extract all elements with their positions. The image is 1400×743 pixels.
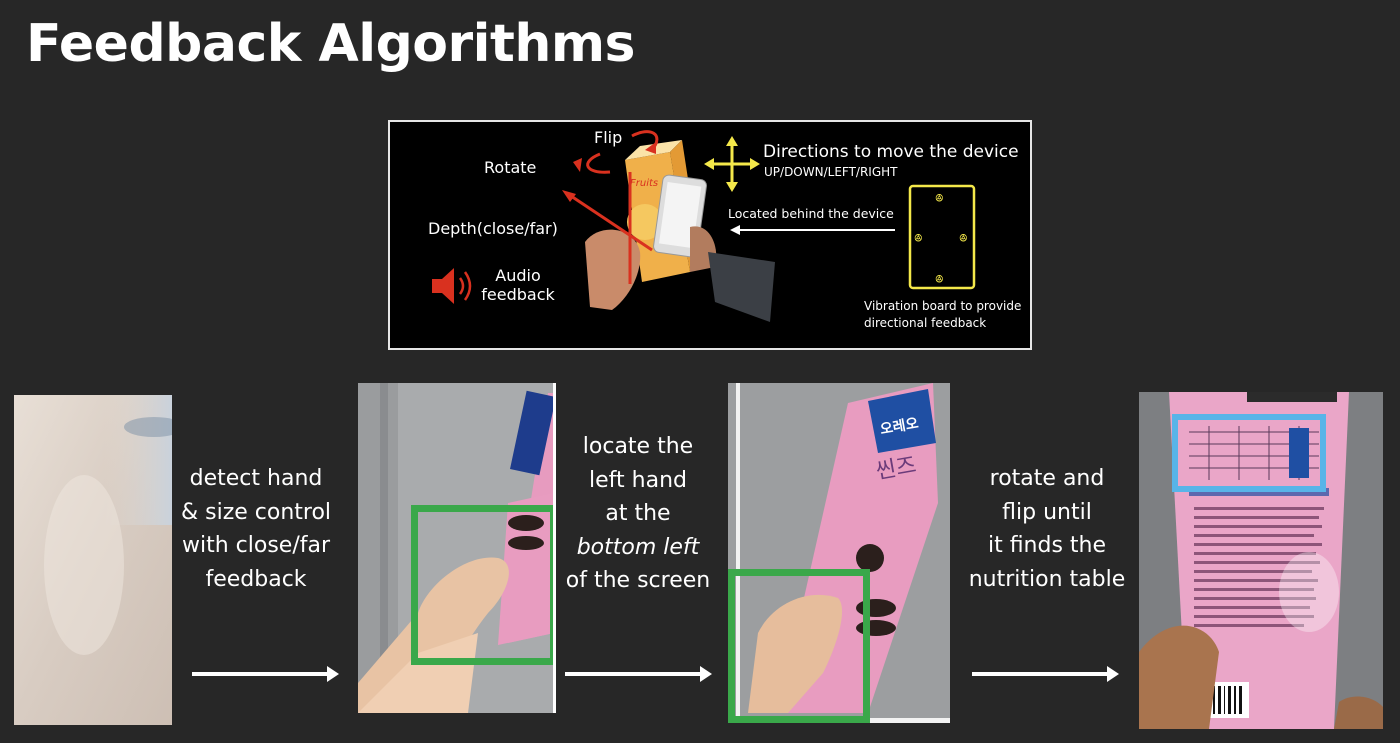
audio-feedback-label: Audio feedback (481, 266, 555, 305)
oreo-package-image: 오레오 씬즈 (728, 383, 950, 723)
step-2-text: locate the left hand at the bottom left … (565, 434, 711, 593)
left-hand-shape (585, 229, 641, 310)
hand-detection-box (411, 505, 554, 665)
step-3-arrow (972, 666, 1119, 682)
step-1-arrow (192, 666, 339, 682)
svg-text:오레오: 오레오 (879, 416, 920, 438)
nutrition-label-image (1139, 392, 1383, 729)
depth-arrow-icon (567, 192, 653, 252)
speaker-icon (432, 268, 472, 304)
svg-text:ꔮ: ꔮ (935, 273, 944, 286)
step-2-arrow (565, 666, 712, 682)
diagram-illustration: Fruits (432, 130, 976, 322)
blurred-hand-image (14, 395, 172, 725)
feedback-diagram: Fruits (388, 120, 1032, 350)
vibration-board-label: Vibration board to provide directional f… (864, 299, 1022, 330)
flip-label: Flip (594, 128, 623, 147)
rotate-arrow-icon (586, 152, 611, 174)
rotate-label: Rotate (484, 158, 537, 177)
frame-edge-line (553, 383, 556, 713)
slide-title: Feedback Algorithms (26, 14, 636, 74)
directions-title: Directions to move the device (763, 142, 1019, 162)
bottom-left-detection-box (728, 569, 870, 723)
located-behind-label: Located behind the device (728, 206, 894, 221)
four-way-arrow-icon (704, 136, 760, 192)
nutrition-table-box (1172, 414, 1326, 492)
svg-text:ꔮ: ꔮ (914, 232, 923, 245)
photo-bottom-left-hand: 오레오 씬즈 (728, 383, 950, 723)
svg-text:ꔮ: ꔮ (959, 232, 968, 245)
photo-hand-detection (358, 383, 554, 713)
vibration-board-icon (908, 184, 976, 290)
svg-text:Fruits: Fruits (630, 178, 658, 189)
directions-subtitle: UP/DOWN/LEFT/RIGHT (764, 165, 898, 179)
depth-label: Depth(close/far) (428, 219, 558, 238)
svg-text:ꔮ: ꔮ (935, 192, 944, 205)
photo-close-up-hand (14, 395, 172, 725)
photo-nutrition-table (1139, 392, 1383, 729)
step-1-text: detect hand & size control with close/fa… (180, 466, 332, 592)
vibration-motor-icons: ꔮ ꔮ ꔮ ꔮ (914, 192, 968, 286)
sleeve-shape (708, 252, 775, 322)
step-3-text: rotate and flip until it finds the nutri… (968, 466, 1126, 592)
